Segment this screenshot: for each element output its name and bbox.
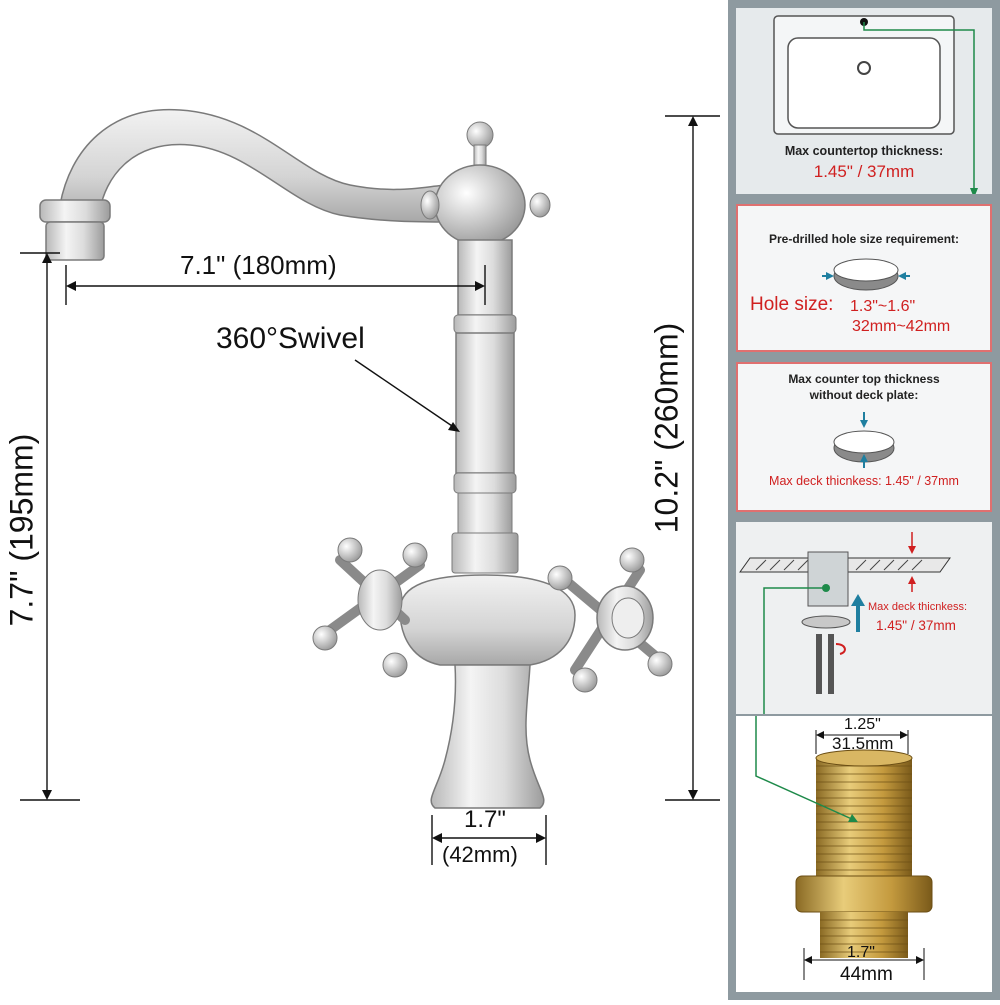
deck-title-line1: Max counter top thickness [788, 372, 940, 386]
deck-thickness-value: Max deck thicnkess: 1.45" / 37mm [769, 474, 959, 488]
installation-panel: Max deck thicnkess: 1.45" / 37mm [736, 522, 992, 714]
dimension-lines [20, 115, 720, 865]
swivel-label: 360°Swivel [216, 322, 365, 355]
faucet-head [420, 121, 551, 246]
base-width-mm-label: (42mm) [442, 842, 518, 867]
brass-pipe-illustration [755, 716, 933, 980]
spout-reach-label: 7.1" (180mm) [180, 250, 337, 280]
faucet-diagram: 7.1" (180mm) 360°Swivel 7.7" (195mm) 10.… [3, 108, 720, 867]
countertop-title: Max countertop thickness: [784, 144, 944, 158]
threaded-pipe-panel: 1.25" 31.5mm 1.7" 44mm [736, 716, 992, 992]
faucet-drawing [20, 108, 720, 865]
faucet-spout [39, 108, 453, 261]
hole-size-title: Pre-drilled hole size requirement: [768, 232, 960, 246]
drain-icon [857, 61, 871, 75]
pipe-top-mm: 31.5mm [832, 734, 894, 753]
hole-size-inch: 1.3"~1.6" [850, 298, 916, 315]
right-cross-handle [547, 547, 673, 693]
install-deck-label: Max deck thicnkess: [868, 601, 968, 613]
pipe-bottom-mm: 44mm [840, 964, 893, 985]
countertop-value: 1.45" / 37mm [813, 162, 915, 181]
hole-size-panel: Pre-drilled hole size requirement: Hole … [736, 204, 992, 352]
basin-illustration [773, 15, 978, 194]
install-deck-value: 1.45" / 37mm [876, 618, 956, 633]
installation-illustration [739, 532, 951, 714]
dimension-arrowheads [42, 116, 698, 843]
hole-size-label: Hole size: [750, 294, 834, 315]
countertop-panel: Max countertop thickness: 1.45" / 37mm [736, 8, 992, 194]
deck-hole-illustration [833, 412, 895, 468]
spout-height-label: 7.7" (195mm) [3, 433, 40, 627]
total-height-label: 10.2" (260mm) [648, 322, 685, 534]
hole-illustration [822, 258, 910, 291]
pipe-top-inch: 1.25" [844, 716, 881, 733]
faucet-body [399, 574, 576, 809]
installation-sidebar: Max countertop thickness: 1.45" / 37mm P… [728, 0, 1000, 1000]
faucet-column [451, 239, 519, 574]
left-cross-handle [312, 537, 428, 678]
deck-title-line2: without deck plate: [809, 388, 919, 402]
base-width-inch-label: 1.7" [464, 806, 506, 833]
deck-thickness-panel: Max counter top thickness without deck p… [736, 362, 992, 512]
hole-size-mm: 32mm~42mm [852, 318, 951, 335]
pipe-bottom-inch: 1.7" [847, 944, 875, 961]
